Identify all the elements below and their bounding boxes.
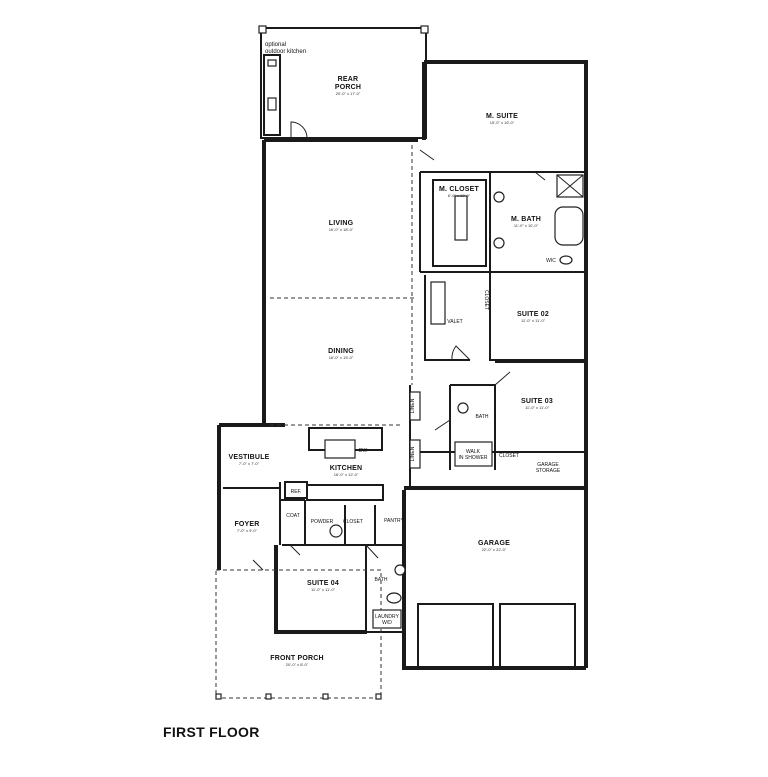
m-closet-label: M. CLOSET	[439, 186, 479, 193]
m-bath-dims: 11'-0" x 10'-0"	[514, 223, 539, 228]
m-closet-dims: 8'-0" x 10'-0"	[448, 193, 471, 198]
m-bath-label: M. BATH	[511, 216, 541, 223]
living-dims: 16'-0" x 18'-0"	[329, 227, 354, 232]
living-label: LIVING	[329, 220, 354, 227]
exterior-walls	[217, 25, 588, 670]
wic-label: WIC	[546, 258, 556, 264]
rear-porch-label: REAR	[338, 76, 359, 83]
floor-title: FIRST FLOOR	[163, 724, 260, 740]
rear-porch-label-2: PORCH	[335, 84, 361, 91]
door-swings	[252, 121, 546, 571]
fixtures	[324, 174, 584, 668]
kitchen-dims: 16'-0" x 12'-0"	[334, 472, 359, 477]
garage-label: GARAGE	[478, 540, 510, 547]
foyer-dims: 7'-0" x 9'-0"	[237, 528, 258, 533]
suite-02-dims: 11'-0" x 11'-0"	[521, 318, 546, 323]
interior-walls	[215, 145, 586, 700]
valet-label: VALET	[447, 319, 462, 325]
bath-label-suite04: BATH	[375, 577, 388, 583]
shower-label-line2: IN SHOWER	[459, 455, 488, 461]
garage-storage-label-1: GARAGE	[537, 462, 559, 468]
suite-04-label: SUITE 04	[307, 580, 339, 587]
powder-label: POWDER	[311, 519, 334, 525]
front-porch-label: FRONT PORCH	[270, 655, 324, 662]
dining-label: DINING	[328, 348, 354, 355]
closet-label-suite03: CLOSET	[499, 453, 519, 459]
linen-label-2: LINEN	[410, 446, 416, 461]
dining-dims: 16'-0" x 15'-0"	[329, 355, 354, 360]
m-suite-dims: 15'-0" x 16'-0"	[490, 120, 515, 125]
dw-label: DW	[359, 448, 368, 454]
vestibule-dims: 7'-0" x 7'-0"	[239, 461, 260, 466]
pantry-label: PANTRY	[384, 518, 404, 524]
garage-dims: 22'-0" x 22'-0"	[482, 547, 507, 552]
vestibule-label: VESTIBULE	[228, 454, 269, 461]
m-suite-label: M. SUITE	[486, 113, 518, 120]
ref-label: REF.	[291, 489, 302, 495]
coat-label: COAT	[286, 513, 300, 519]
laundry-label-1: LAUNDRY	[375, 614, 399, 620]
front-porch-dims: 20'-0" x 8'-0"	[286, 662, 309, 667]
suite-04-dims: 11'-0" x 11'-0"	[311, 587, 336, 592]
closet-label-suite02: CLOSET	[483, 290, 489, 310]
laundry-label-2: W/D	[382, 620, 392, 626]
linen-label-1: LINEN	[410, 398, 416, 413]
shower-label-line1: WALK	[466, 449, 481, 455]
closet-label-powder: CLOSET	[343, 519, 363, 525]
bath-label-suite03: BATH	[476, 414, 489, 420]
kitchen-label: KITCHEN	[330, 465, 363, 472]
outdoor-kitchen-note-2: outdoor kitchen	[265, 49, 306, 55]
suite-03-dims: 11'-0" x 11'-0"	[525, 405, 550, 410]
suite-02-label: SUITE 02	[517, 311, 549, 318]
suite-03-label: SUITE 03	[521, 398, 553, 405]
outdoor-kitchen-note-1: optional	[265, 42, 286, 48]
rear-porch-dims: 20'-0" x 17'-0"	[336, 91, 361, 96]
garage-storage-label-2: STORAGE	[536, 468, 561, 474]
foyer-label: FOYER	[234, 521, 259, 528]
